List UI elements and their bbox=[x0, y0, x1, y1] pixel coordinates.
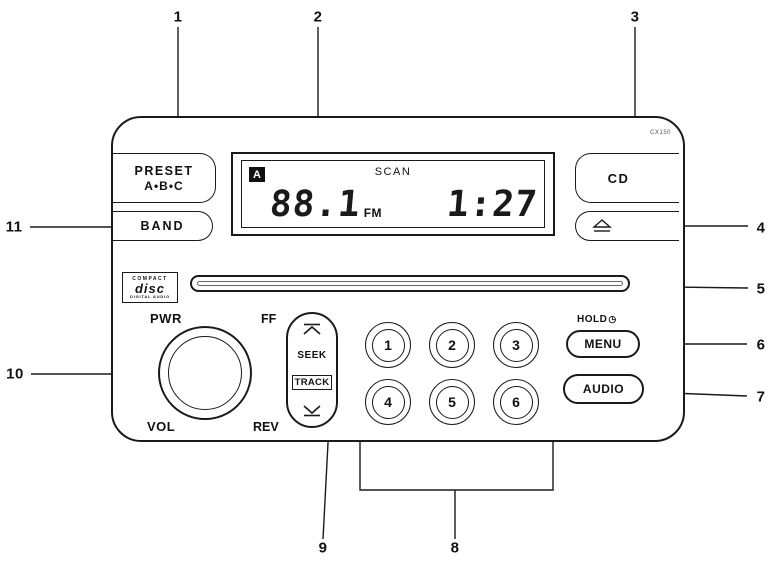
band-button: BAND bbox=[113, 211, 213, 241]
frequency-band-unit: FM bbox=[363, 206, 383, 220]
callout-1: 1 bbox=[173, 8, 183, 26]
cd-button: CD bbox=[575, 153, 679, 203]
hold-clock-icon: ◷ bbox=[608, 314, 617, 324]
callout-2: 2 bbox=[313, 8, 323, 26]
disc-logo-mid: disc bbox=[134, 280, 165, 296]
disc-logo-bottom: DIGITAL AUDIO bbox=[130, 293, 170, 299]
preset-button-3-label: 3 bbox=[499, 328, 533, 362]
preset-button-1-label: 1 bbox=[371, 328, 405, 362]
ff-label: FF bbox=[261, 312, 277, 326]
volume-label: VOL bbox=[147, 419, 176, 434]
scan-indicator: SCAN bbox=[374, 166, 412, 178]
callout-6: 6 bbox=[756, 336, 766, 354]
cd-slot bbox=[190, 275, 630, 292]
seek-up-icon bbox=[303, 323, 321, 335]
preset-button-3: 3 bbox=[493, 322, 539, 368]
preset-button-1: 1 bbox=[365, 322, 411, 368]
hold-text: HOLD bbox=[577, 314, 608, 325]
preset-button-6-label: 6 bbox=[499, 385, 533, 419]
power-volume-knob bbox=[158, 326, 252, 420]
seek-label: SEEK bbox=[297, 349, 327, 361]
preset-bank-button: PRESET A•B•C bbox=[113, 153, 216, 203]
power-label: PWR bbox=[150, 311, 182, 326]
seek-track-rocker: SEEK TRACK bbox=[286, 312, 338, 428]
disc-logo-top: COMPACT bbox=[132, 275, 168, 282]
seek-down-icon bbox=[303, 405, 321, 417]
preset-button-5: 5 bbox=[429, 379, 475, 425]
model-text: CX150 bbox=[650, 130, 671, 136]
display-bezel: A SCAN 88.1 FM 1:27 bbox=[231, 152, 555, 236]
compact-disc-logo: COMPACT disc DIGITAL AUDIO bbox=[122, 272, 178, 303]
menu-button: MENU bbox=[566, 330, 640, 358]
eject-icon bbox=[592, 219, 612, 232]
preset-button-2: 2 bbox=[429, 322, 475, 368]
cd-slot-opening bbox=[197, 281, 623, 286]
preset-bank-indicator: A bbox=[249, 167, 265, 182]
callout-4: 4 bbox=[756, 219, 766, 237]
preset-button-2-label: 2 bbox=[435, 328, 469, 362]
preset-label: PRESET bbox=[134, 163, 194, 178]
radio-faceplate: CX150 PRESET A•B•C BAND CD A SCAN 88.1 F… bbox=[111, 116, 685, 442]
clock-readout: 1:27 bbox=[445, 184, 540, 225]
callout-10: 10 bbox=[6, 365, 24, 383]
preset-button-5-label: 5 bbox=[435, 385, 469, 419]
frequency-readout: 88.1 FM bbox=[268, 184, 383, 225]
track-label: TRACK bbox=[291, 375, 333, 391]
preset-button-4: 4 bbox=[365, 379, 411, 425]
callout-3: 3 bbox=[630, 8, 640, 26]
callout-9: 9 bbox=[318, 539, 328, 557]
preset-abc-label: A•B•C bbox=[144, 178, 184, 193]
eject-button bbox=[575, 211, 679, 241]
audio-button: AUDIO bbox=[563, 374, 644, 404]
hold-label: HOLD◷ bbox=[577, 314, 617, 325]
callout-5: 5 bbox=[756, 280, 766, 298]
preset-button-6: 6 bbox=[493, 379, 539, 425]
rev-label: REV bbox=[253, 420, 279, 434]
frequency-digits: 88.1 bbox=[268, 184, 363, 225]
preset-button-4-label: 4 bbox=[371, 385, 405, 419]
callout-8: 8 bbox=[450, 539, 460, 557]
display-screen: A SCAN 88.1 FM 1:27 bbox=[241, 160, 545, 228]
callout-11: 11 bbox=[5, 218, 23, 236]
power-volume-knob-cap bbox=[168, 336, 242, 410]
callout-7: 7 bbox=[756, 388, 766, 406]
